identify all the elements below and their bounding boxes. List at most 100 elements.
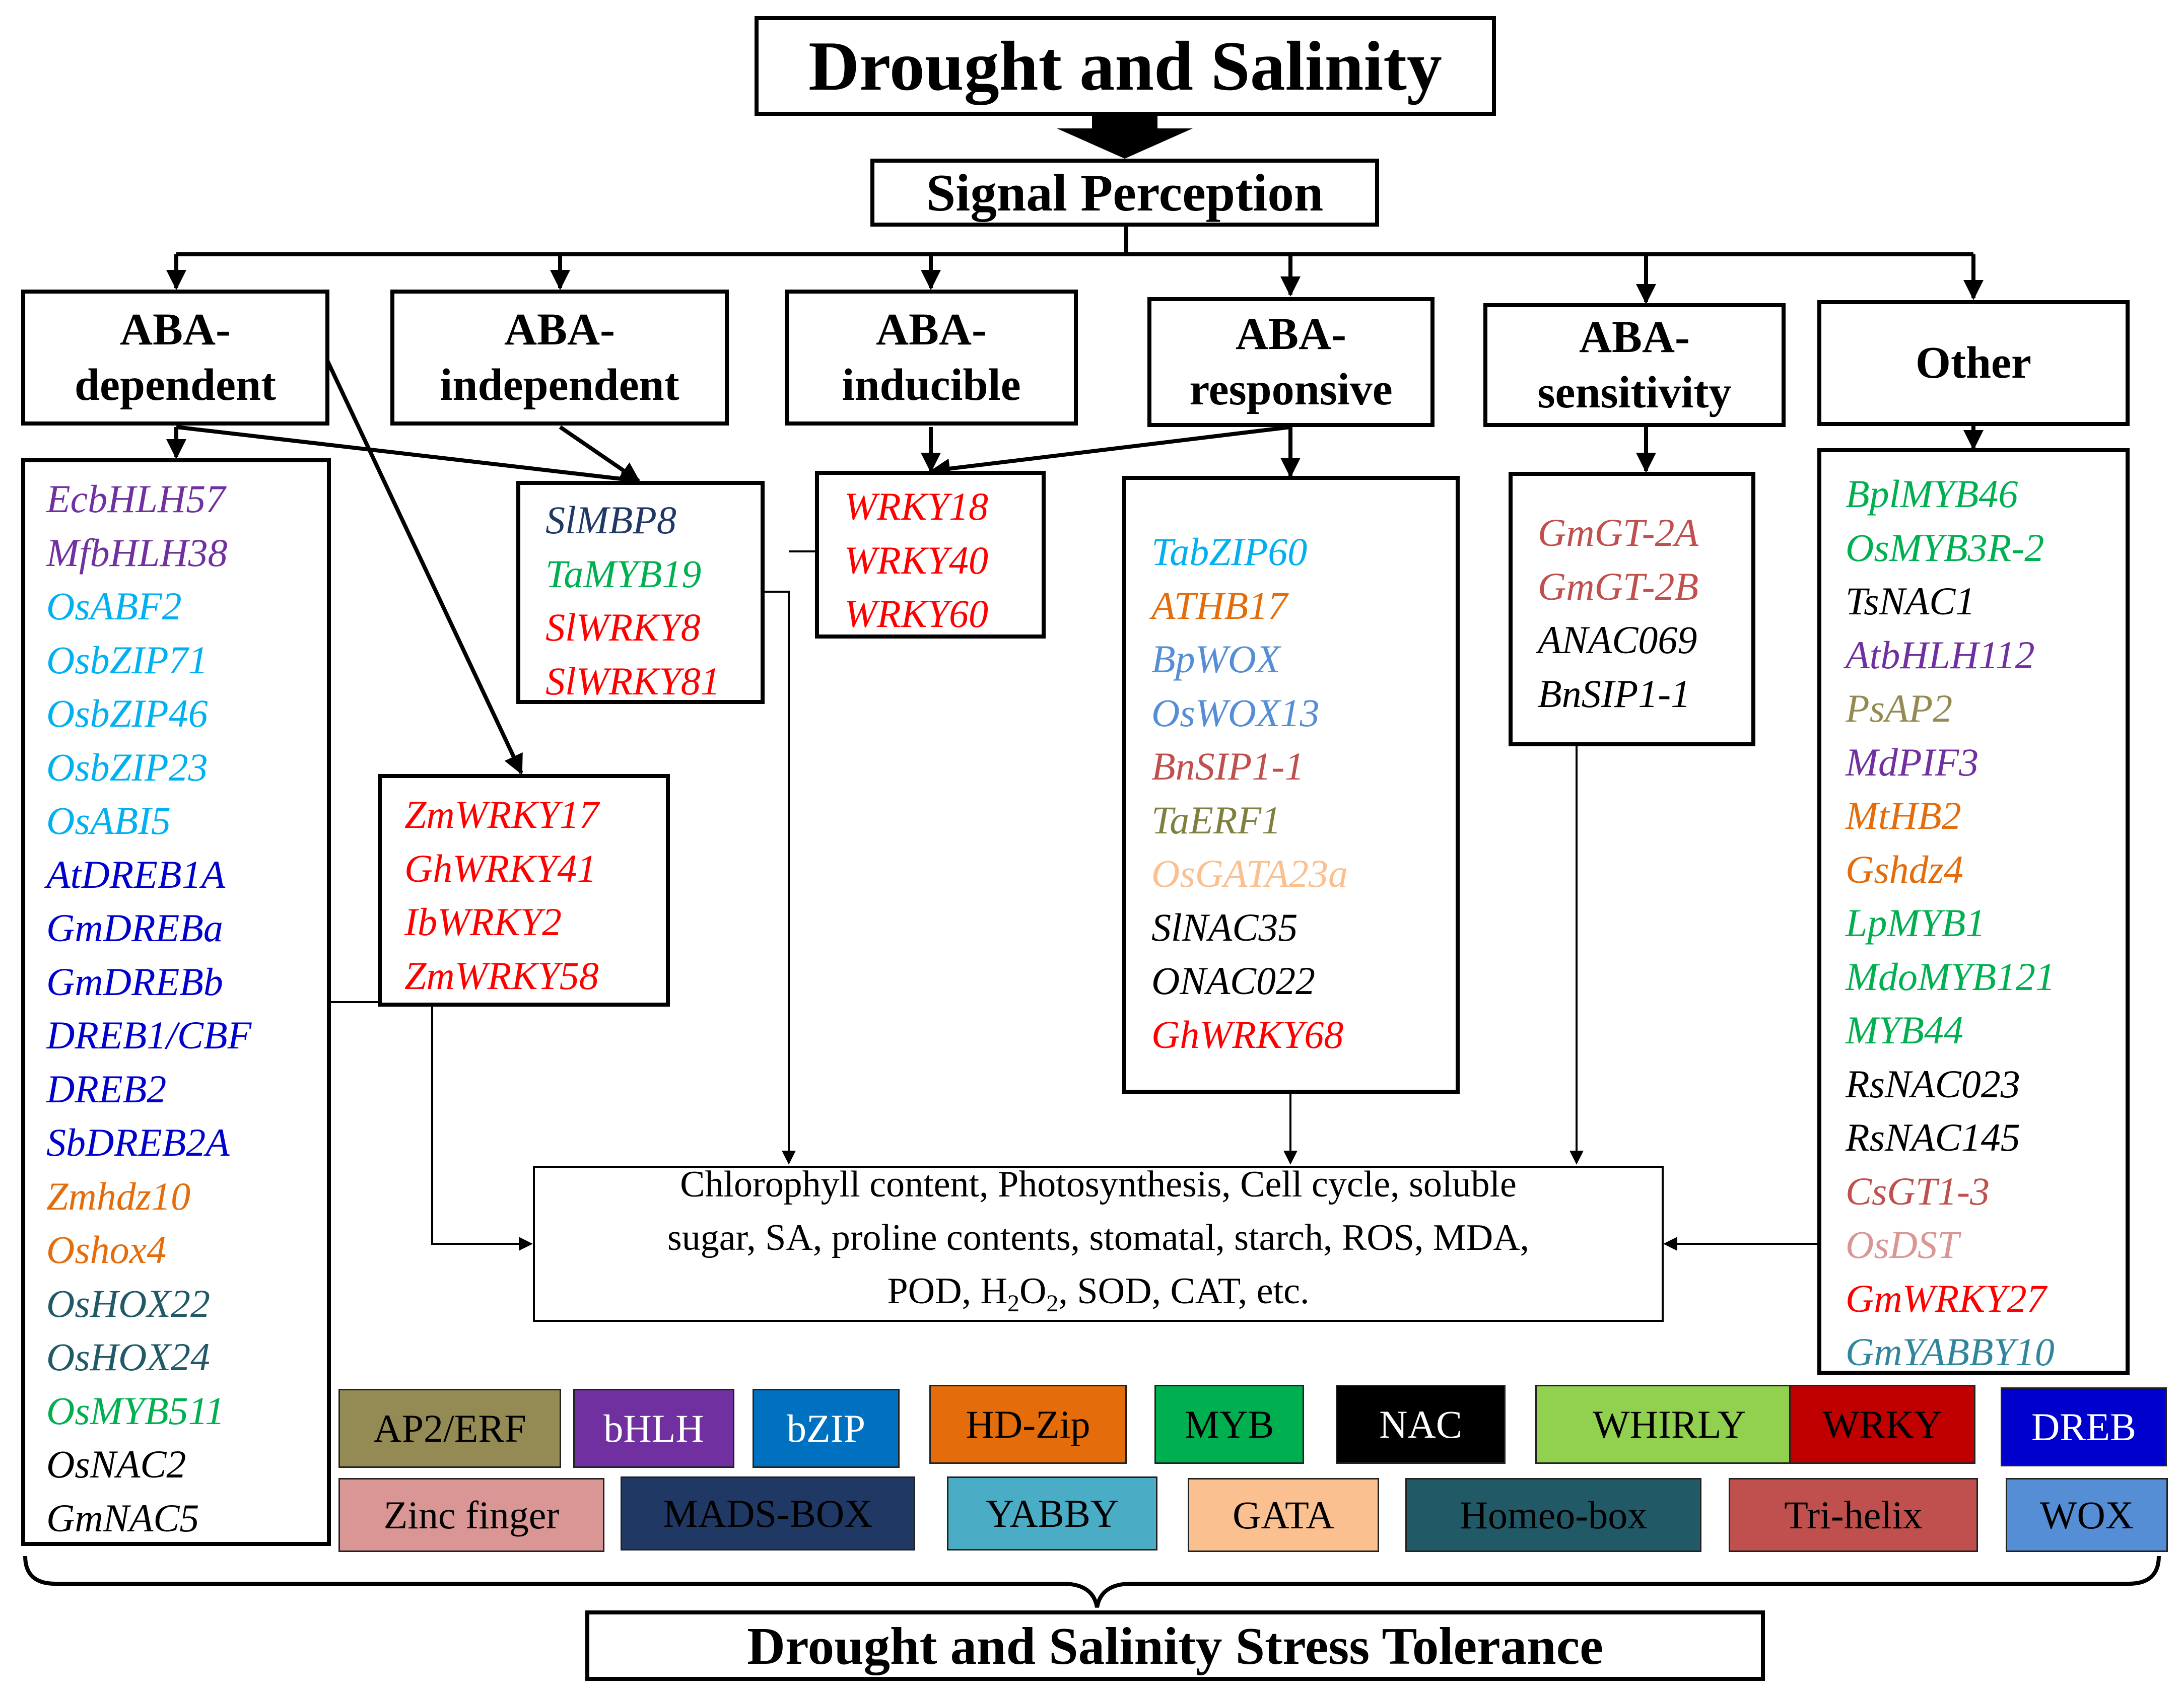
gene-item: MfbHLH38 bbox=[46, 530, 228, 575]
gene-item: TsNAC1 bbox=[1846, 579, 1975, 623]
gene-item: AtDREB1A bbox=[46, 852, 226, 896]
gene-item: OsbZIP71 bbox=[46, 638, 208, 682]
category-line1: ABA- bbox=[1236, 309, 1346, 359]
gene-item: GmGT-2A bbox=[1538, 511, 1699, 554]
legend-label: NAC bbox=[1379, 1402, 1462, 1446]
gene-item: MdoMYB121 bbox=[1846, 954, 2055, 999]
gene-item: BplMYB46 bbox=[1846, 472, 2018, 516]
gene-item: GhWRKY68 bbox=[1151, 1012, 1344, 1056]
gene-item: WRKY60 bbox=[844, 592, 989, 636]
arrow-dependent-to-zm bbox=[324, 358, 523, 775]
gene-item: Gshdz4 bbox=[1846, 847, 1964, 891]
legend-label: MADS-BOX bbox=[663, 1491, 873, 1535]
gene-item: ANAC069 bbox=[1538, 618, 1697, 662]
gene-item: GmWRKY27 bbox=[1846, 1276, 2046, 1320]
gene-item: CsGT1-3 bbox=[1846, 1169, 1990, 1213]
gene-item: SlWRKY81 bbox=[545, 659, 720, 703]
legend-label: HD-Zip bbox=[966, 1402, 1090, 1446]
gene-item: GmDREBa bbox=[46, 906, 223, 950]
gene-item: ZmWRKY58 bbox=[404, 953, 599, 998]
legend-label: Tri-helix bbox=[1784, 1493, 1923, 1537]
gene-item: RsNAC023 bbox=[1846, 1062, 2020, 1106]
legend-label: YABBY bbox=[985, 1491, 1119, 1535]
category-other-text: Other bbox=[1916, 338, 2031, 388]
category-line1: ABA- bbox=[120, 305, 231, 355]
gene-item: IbWRKY2 bbox=[404, 900, 562, 944]
legend-label: bHLH bbox=[603, 1406, 704, 1450]
gene-item: GhWRKY41 bbox=[404, 846, 597, 890]
outcome-sub-1: 2 bbox=[1007, 1290, 1019, 1317]
legend-label: GATA bbox=[1233, 1493, 1334, 1537]
legend-hd-zip: HD-Zip bbox=[929, 1385, 1127, 1464]
gene-item: SlWRKY8 bbox=[545, 605, 701, 649]
category-line1: ABA- bbox=[876, 305, 987, 355]
category-line2: sensitivity bbox=[1537, 368, 1732, 417]
gene-item: OsABI5 bbox=[46, 799, 171, 842]
category-aba-independent: ABA- independent bbox=[390, 290, 729, 426]
gene-item: MYB44 bbox=[1846, 1008, 1963, 1052]
gene-item: DREB1/CBF bbox=[46, 1013, 252, 1057]
gene-item: BnSIP1-1 bbox=[1538, 671, 1691, 716]
gene-item: SlNAC35 bbox=[1151, 905, 1298, 949]
gene-item: GmGT-2B bbox=[1538, 564, 1699, 608]
legend-wrky: WRKY bbox=[1789, 1385, 1975, 1464]
category-aba-inducible: ABA- inducible bbox=[785, 290, 1078, 426]
gene-item: OsbZIP23 bbox=[46, 745, 208, 789]
gene-item: PsAP2 bbox=[1846, 686, 1953, 730]
gene-item: Oshox4 bbox=[46, 1228, 167, 1272]
gene-item: RsNAC145 bbox=[1846, 1115, 2020, 1159]
gene-item: TabZIP60 bbox=[1151, 530, 1308, 574]
legend-label: bZIP bbox=[787, 1406, 865, 1450]
outcome-line1: Chlorophyll content, Photosynthesis, Cel… bbox=[680, 1163, 1517, 1205]
legend-nac: NAC bbox=[1336, 1385, 1506, 1464]
category-line2: responsive bbox=[1189, 365, 1393, 414]
legend-label: WHIRLY bbox=[1592, 1402, 1746, 1446]
legend-mads-box: MADS-BOX bbox=[621, 1476, 915, 1550]
gene-item: DREB2 bbox=[46, 1067, 167, 1111]
gene-item: OsMYB3R-2 bbox=[1846, 525, 2044, 570]
arrow-dependent-to-slmbp8 bbox=[176, 425, 641, 489]
legend-label: Zinc finger bbox=[383, 1493, 560, 1537]
arrow-independent-to-slmbp8 bbox=[559, 425, 641, 483]
category-line2: inducible bbox=[842, 360, 1021, 410]
outcome-line3-c: , SOD, CAT, etc. bbox=[1058, 1270, 1310, 1312]
legend-wox: WOX bbox=[2006, 1478, 2168, 1552]
final-outcome-box: Drought and Salinity Stress Tolerance bbox=[585, 1610, 1765, 1681]
legend-tri-helix: Tri-helix bbox=[1729, 1478, 1978, 1552]
legend-gata: GATA bbox=[1188, 1478, 1379, 1552]
gene-item: TaERF1 bbox=[1151, 798, 1281, 842]
gene-item: GmYABBY10 bbox=[1846, 1330, 2055, 1374]
signal-perception-text: Signal Perception bbox=[926, 163, 1324, 222]
gene-item: EcbHLH57 bbox=[46, 477, 226, 521]
gene-item: BnSIP1-1 bbox=[1151, 744, 1305, 788]
legend-bzip: bZIP bbox=[753, 1389, 900, 1468]
outcome-line3: POD, H2O2, SOD, CAT, etc. bbox=[887, 1264, 1309, 1330]
gene-item: BpWOX bbox=[1151, 637, 1280, 681]
gene-item: OsNAC2 bbox=[46, 1442, 186, 1486]
legend-label: DREB bbox=[2031, 1404, 2137, 1449]
category-aba-dependent: ABA- dependent bbox=[21, 290, 329, 426]
outcome-line3-b: O bbox=[1019, 1270, 1047, 1312]
gene-item: OsHOX24 bbox=[46, 1335, 210, 1379]
bottom-brace bbox=[23, 1556, 2161, 1608]
gene-item: ONAC022 bbox=[1151, 959, 1316, 1003]
outcome-sub-2: 2 bbox=[1046, 1290, 1059, 1317]
title-box: Drought and Salinity bbox=[755, 16, 1496, 116]
gene-item: LpMYB1 bbox=[1846, 901, 1986, 945]
gene-item: GmNAC5 bbox=[46, 1496, 199, 1540]
gene-item: ATHB17 bbox=[1151, 583, 1288, 627]
gene-item: OsHOX22 bbox=[46, 1281, 210, 1325]
legend-dreb: DREB bbox=[2001, 1387, 2167, 1466]
gene-item: ZmWRKY17 bbox=[404, 793, 599, 836]
legend-label: WRKY bbox=[1822, 1402, 1943, 1446]
gene-item: TaMYB19 bbox=[545, 551, 702, 596]
outcome-line3-a: POD, H bbox=[887, 1270, 1007, 1312]
final-outcome-text: Drought and Salinity Stress Tolerance bbox=[747, 1616, 1603, 1675]
